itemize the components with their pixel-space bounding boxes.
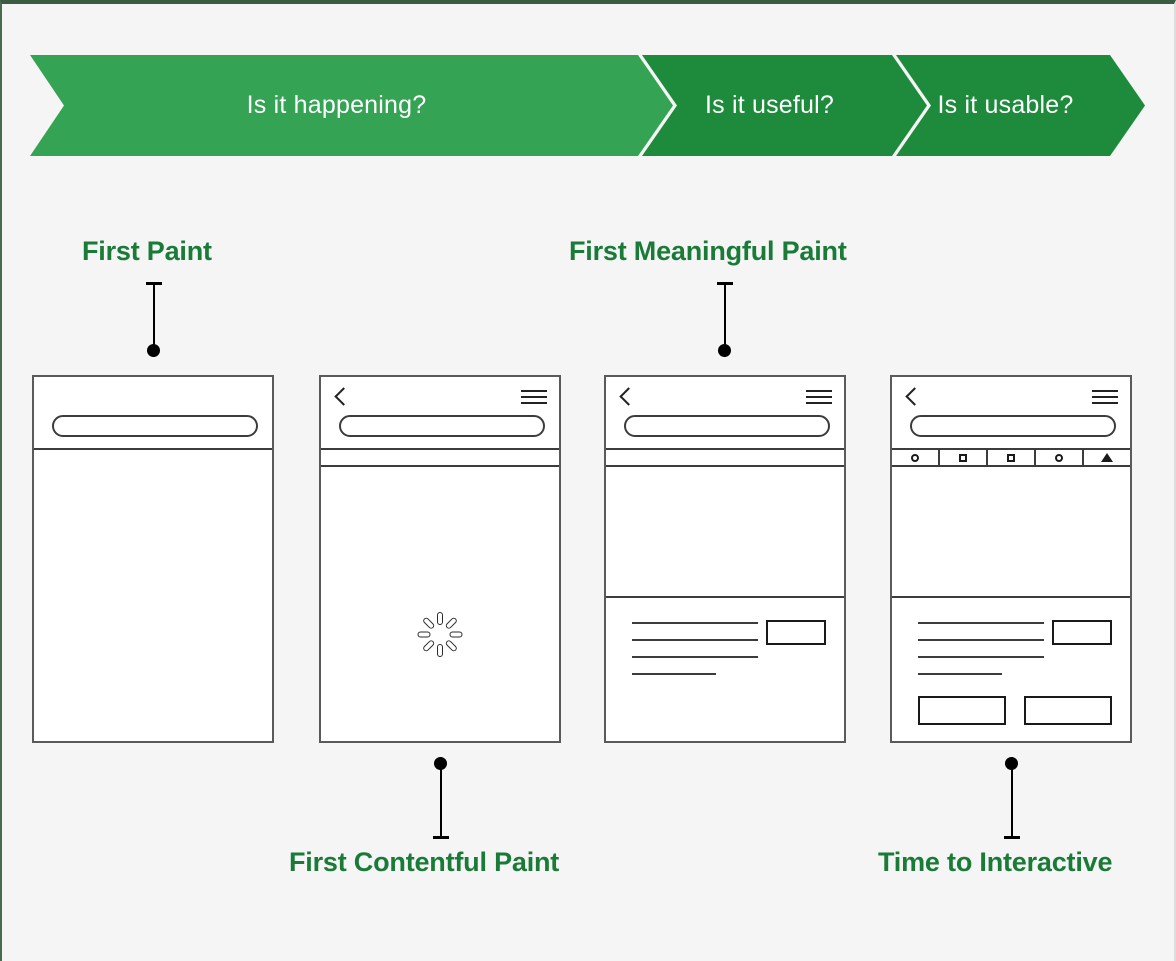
toolbar-button-1[interactable]	[892, 450, 940, 465]
connector-stem	[153, 282, 155, 357]
back-icon[interactable]	[618, 387, 632, 407]
triangle-icon	[1101, 453, 1113, 462]
phase-label: Is it happening?	[246, 91, 427, 119]
connector-cap	[1004, 836, 1020, 839]
text-line	[632, 656, 758, 658]
toolbar-button-4[interactable]	[1036, 450, 1084, 465]
circle-icon	[911, 453, 919, 462]
toolbar-strip	[606, 450, 844, 467]
connector-first-paint	[141, 282, 167, 357]
text-placeholder-block	[918, 622, 1044, 690]
connector-time-to-interactive	[999, 757, 1025, 839]
url-bar[interactable]	[339, 415, 545, 437]
text-line	[918, 673, 1002, 675]
hamburger-menu-icon[interactable]	[1092, 390, 1118, 406]
connector-dot	[147, 344, 160, 357]
browser-chrome	[321, 377, 559, 450]
connector-stem	[440, 757, 442, 839]
content-region	[606, 598, 844, 737]
page-body-empty	[34, 450, 272, 739]
text-line	[632, 622, 758, 624]
browser-chrome	[892, 377, 1130, 450]
square-icon	[1007, 453, 1015, 462]
cta-button-left[interactable]	[918, 696, 1006, 725]
phase-chevron-is-it-happening[interactable]: Is it happening?	[30, 55, 673, 156]
browser-chrome	[606, 377, 844, 450]
connector-cap	[433, 836, 449, 839]
back-icon[interactable]	[904, 387, 918, 407]
wireframe-time-to-interactive	[890, 375, 1132, 743]
hero-region	[606, 467, 844, 598]
cta-button-row	[918, 696, 1112, 725]
url-bar[interactable]	[624, 415, 830, 437]
toolbar-strip	[321, 450, 559, 467]
connector-dot	[718, 344, 731, 357]
hero-region	[892, 467, 1130, 598]
url-bar[interactable]	[52, 415, 258, 437]
phase-chevron-is-it-useful[interactable]: Is it useful?	[642, 55, 927, 156]
phase-banner: Is it happening? Is it useful? Is it usa…	[30, 55, 1145, 156]
content-region	[892, 598, 1130, 737]
back-icon[interactable]	[333, 387, 347, 407]
browser-chrome	[34, 377, 272, 450]
text-line	[918, 622, 1044, 624]
connector-first-meaningful-paint	[712, 282, 738, 357]
toolbar-strip	[892, 450, 1130, 467]
hamburger-menu-icon[interactable]	[521, 390, 547, 406]
connector-stem	[724, 282, 726, 357]
phase-label: Is it usable?	[937, 91, 1074, 119]
connector-stem	[1011, 757, 1013, 839]
text-line	[918, 639, 1044, 641]
url-bar[interactable]	[910, 415, 1116, 437]
page-body-loading	[321, 467, 559, 737]
thumbnail-box	[1052, 620, 1112, 645]
wireframe-first-meaningful-paint	[604, 375, 846, 743]
hamburger-menu-icon[interactable]	[806, 390, 832, 406]
circle-icon	[1055, 453, 1063, 462]
phase-label: Is it useful?	[704, 91, 835, 119]
loading-spinner-icon	[417, 611, 463, 657]
metric-label-first-meaningful-paint: First Meaningful Paint	[569, 236, 847, 266]
thumbnail-box	[766, 620, 826, 645]
toolbar-button-3[interactable]	[988, 450, 1036, 465]
metric-label-time-to-interactive: Time to Interactive	[878, 847, 1113, 877]
cta-button-right[interactable]	[1024, 696, 1112, 725]
wireframe-first-contentful-paint	[319, 375, 561, 743]
wireframe-first-paint	[32, 375, 274, 743]
text-line	[632, 673, 716, 675]
toolbar-button-5[interactable]	[1084, 450, 1130, 465]
metric-label-first-paint: First Paint	[82, 236, 212, 266]
metric-label-first-contentful-paint: First Contentful Paint	[289, 847, 560, 877]
phase-chevron-is-it-usable[interactable]: Is it usable?	[896, 55, 1145, 156]
text-line	[918, 656, 1044, 658]
square-icon	[959, 453, 967, 462]
toolbar-button-2[interactable]	[940, 450, 988, 465]
text-placeholder-block	[632, 622, 758, 690]
text-line	[632, 639, 758, 641]
connector-first-contentful-paint	[428, 757, 454, 839]
